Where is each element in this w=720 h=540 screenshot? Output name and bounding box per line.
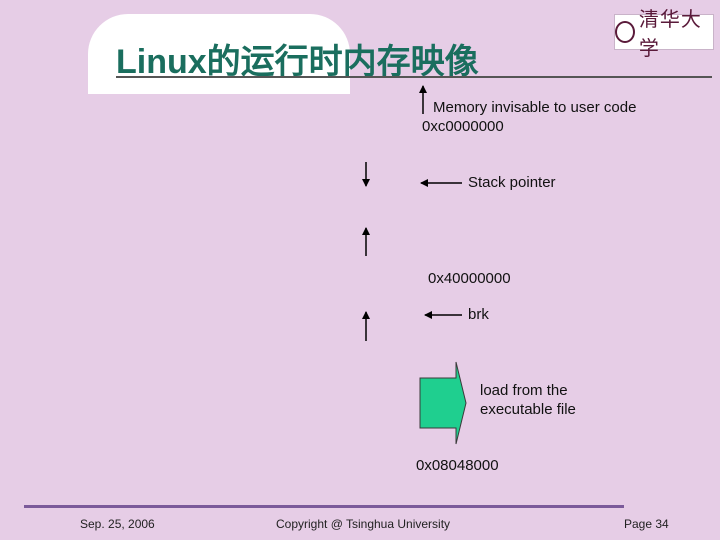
brk-label: brk xyxy=(468,306,489,323)
stack-pointer-label: Stack pointer xyxy=(468,174,556,191)
page-number: Page 34 xyxy=(624,517,669,531)
seal-icon xyxy=(615,21,635,43)
footer-rule xyxy=(24,505,624,508)
kernel-address: 0xc0000000 xyxy=(422,118,504,135)
load-label-line1: load from the xyxy=(480,382,568,399)
footer-copyright: Copyright @ Tsinghua University xyxy=(276,517,451,531)
kernel-note: Memory invisable to user code xyxy=(433,99,637,116)
logo-text: 清华大学 xyxy=(638,7,702,60)
title-underline xyxy=(116,76,712,78)
load-label-line2: executable file xyxy=(480,401,576,418)
load-block-arrow xyxy=(419,361,467,445)
university-logo: 清华大学 xyxy=(614,7,714,60)
text-segment-address: 0x08048000 xyxy=(416,457,499,474)
slide-title: Linux的运行时内存映像 xyxy=(116,43,479,81)
mmap-address: 0x40000000 xyxy=(428,270,511,287)
title-tab xyxy=(88,14,350,94)
footer-date: Sep. 25, 2006 xyxy=(80,517,155,531)
